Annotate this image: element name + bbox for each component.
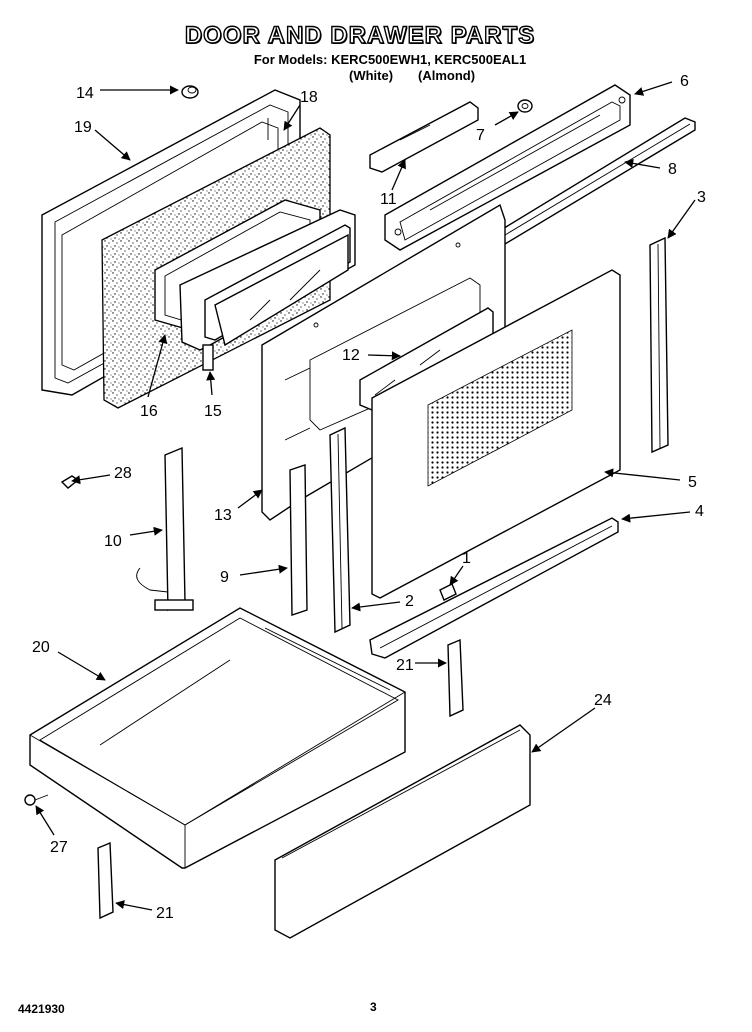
window-glass-assembly-part [179, 209, 356, 371]
small-clip-part [439, 583, 457, 601]
right-side-trim-part [649, 236, 669, 454]
callout-12: 12 [342, 347, 360, 364]
callout-28: 28 [114, 465, 132, 482]
drawer-slide-lower-part [97, 841, 114, 920]
bottom-trim-part [369, 517, 619, 659]
callout-14: 14 [76, 85, 94, 102]
callout-16: 16 [140, 403, 158, 420]
door-top-trim-part [384, 84, 631, 251]
drawer-slide-upper-part [447, 638, 464, 718]
callout-numbers: 14 18 19 7 6 8 11 3 16 15 12 28 5 13 10 … [32, 73, 706, 922]
color-white-label: (White) [349, 68, 394, 83]
callout-7: 7 [476, 127, 485, 144]
callout-13: 13 [214, 507, 232, 524]
callout-9: 9 [220, 569, 229, 586]
clip-part [60, 475, 80, 489]
document-number: 4421930 [18, 1002, 65, 1016]
callout-21-upper: 21 [396, 657, 414, 674]
callout-10: 10 [104, 533, 122, 550]
diagram-title: DOOR AND DRAWER PARTS [184, 21, 536, 49]
color-almond-label: (Almond) [418, 68, 476, 83]
callout-20: 20 [32, 639, 50, 656]
hinge-part [136, 446, 194, 612]
callout-19: 19 [74, 119, 92, 136]
model-numbers: For Models: KERC500EWH1, KERC500EAL1 [253, 52, 527, 67]
callout-6: 6 [680, 73, 689, 90]
callout-27: 27 [50, 839, 68, 856]
callout-8: 8 [668, 161, 677, 178]
drawer-body-part [29, 607, 406, 869]
spacer-part [289, 464, 308, 616]
callout-2: 2 [405, 593, 414, 610]
drawer-front-panel-part [274, 724, 531, 939]
callout-11: 11 [380, 191, 397, 208]
callout-15: 15 [204, 403, 222, 420]
callout-1: 1 [462, 550, 471, 567]
callout-5: 5 [688, 474, 697, 491]
callout-18: 18 [300, 89, 318, 106]
handle-bracket-part [369, 101, 479, 173]
grommet-part [517, 99, 533, 113]
door-bumper-part [181, 85, 199, 99]
screw-part [24, 794, 49, 806]
callout-24: 24 [594, 692, 612, 709]
outer-door-panel-part [371, 269, 621, 599]
callout-4: 4 [695, 503, 704, 520]
callout-21-lower: 21 [156, 905, 174, 922]
page-number: 3 [370, 1000, 377, 1014]
left-side-trim-part [329, 426, 351, 634]
callout-3: 3 [697, 189, 706, 206]
callout-leader-lines [35, 81, 696, 911]
